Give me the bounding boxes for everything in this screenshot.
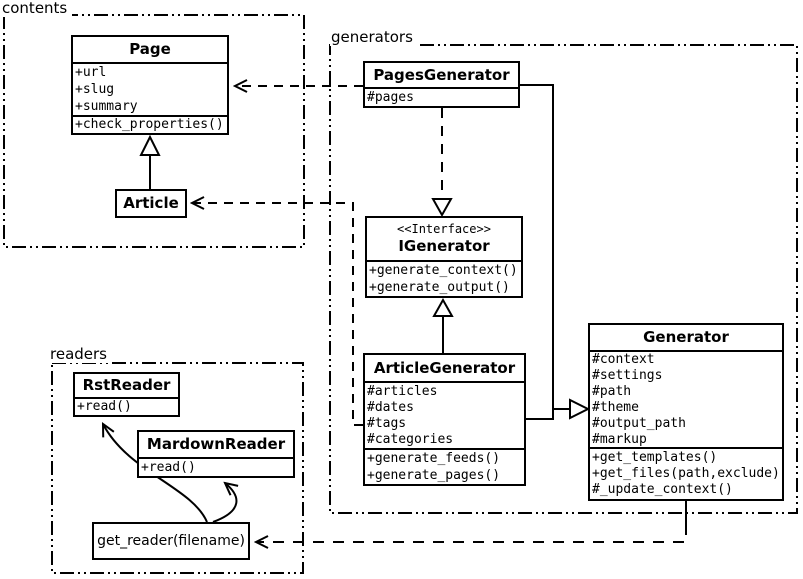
dependency-generator-to-getreader [256, 524, 687, 542]
class-name: IGenerator [398, 237, 490, 255]
member-row: +get_templates() [592, 450, 718, 465]
member-row: +generate_output() [369, 280, 510, 295]
class-methods-articlegenerator: +generate_feeds() +generate_pages() [365, 450, 524, 485]
inheritance-line-articlegenerator-to-generator [526, 409, 554, 420]
member-row: #articles [367, 384, 438, 399]
class-name: MardownReader [146, 435, 286, 453]
member-row: +generate_pages() [367, 468, 501, 483]
class-title-igenerator: <<Interface>> IGenerator [367, 218, 521, 262]
class-title-mardownreader: MardownReader [139, 432, 293, 459]
member-row: +generate_feeds() [367, 451, 501, 466]
member-row: +slug [75, 82, 115, 97]
member-row: #pages [367, 90, 414, 105]
member-row: #_update_context() [592, 482, 733, 497]
member-row: #output_path [592, 416, 686, 431]
member-row: #settings [592, 368, 663, 383]
class-methods-page: +check_properties() [73, 117, 227, 133]
member-row: +read() [141, 460, 196, 475]
member-row: +url [75, 65, 107, 80]
member-row: +read() [77, 399, 132, 414]
member-row: +summary [75, 99, 138, 114]
class-box-articlegenerator: ArticleGenerator #articles#dates#tags#ca… [363, 353, 526, 486]
generators-package-label: generators [330, 30, 418, 46]
class-name: ArticleGenerator [373, 358, 516, 377]
inheritance-triangle-at-igenerator-bottom [432, 297, 454, 317]
member-row: +generate_context() [369, 263, 518, 278]
class-name: PagesGenerator [373, 65, 510, 84]
interface-stereotype: <<Interface>> [397, 222, 491, 236]
member-row: +get_files(path,exclude) [592, 466, 780, 481]
class-attributes-articlegenerator: #articles#dates#tags#categories [365, 383, 524, 450]
class-name: RstReader [82, 376, 171, 394]
member-row: #markup [592, 432, 647, 447]
realization-triangle-at-igenerator [431, 198, 453, 218]
class-title-generator: Generator [590, 325, 782, 352]
class-name: Page [129, 40, 171, 58]
member-row: #categories [367, 432, 454, 447]
function-box-getreader: get_reader(filename) [92, 522, 250, 560]
class-methods-rstreader: +read() [75, 399, 178, 415]
inheritance-triangle-at-generator [569, 398, 591, 420]
class-title-article: Article [117, 191, 185, 216]
contents-package-border [3, 14, 305, 248]
class-attributes-page: +url +slug +summary [73, 64, 227, 117]
member-row: #context [592, 352, 655, 367]
class-attributes-generator: #context#settings#path#theme#output_path… [590, 352, 782, 449]
member-row: #theme [592, 400, 639, 415]
readers-package-label: readers [49, 347, 112, 363]
member-row: #dates [367, 400, 414, 415]
member-row: #path [592, 384, 632, 399]
class-methods-igenerator: +generate_context() +generate_output() [367, 262, 521, 296]
class-title-rstreader: RstReader [75, 374, 178, 399]
class-title-page: Page [73, 37, 227, 64]
member-row: +check_properties() [75, 117, 224, 132]
class-methods-mardownreader: +read() [139, 459, 293, 477]
contents-package-label: contents [1, 1, 73, 17]
dependency-articlegenerator-to-article [192, 203, 363, 426]
class-methods-generator: +get_templates()+get_files(path,exclude)… [590, 449, 782, 500]
class-title-pagesgenerator: PagesGenerator [365, 63, 518, 89]
class-box-article: Article [115, 189, 187, 218]
class-box-mardownreader: MardownReader +read() [137, 430, 295, 478]
inheritance-line-pagesgenerator-to-generator [520, 84, 570, 410]
class-name: Generator [643, 328, 729, 346]
generators-package-border [329, 44, 798, 514]
class-box-page: Page +url +slug +summary +check_properties… [71, 35, 229, 135]
class-attributes-pagesgenerator: #pages [365, 89, 518, 107]
class-box-igenerator: <<Interface>> IGenerator +generate_conte… [365, 216, 523, 298]
member-row: #tags [367, 416, 407, 431]
class-box-pagesgenerator: PagesGenerator #pages [363, 61, 520, 108]
class-box-rstreader: RstReader +read() [73, 372, 180, 417]
readers-package-border [51, 362, 304, 574]
class-name: Article [123, 194, 179, 212]
class-title-articlegenerator: ArticleGenerator [365, 355, 524, 383]
call-arrow-getreader-to-mardownreader [212, 483, 236, 523]
class-box-generator: Generator #context#settings#path#theme#o… [588, 323, 784, 501]
function-label: get_reader(filename) [97, 533, 245, 549]
inheritance-triangle-at-page [139, 134, 161, 156]
